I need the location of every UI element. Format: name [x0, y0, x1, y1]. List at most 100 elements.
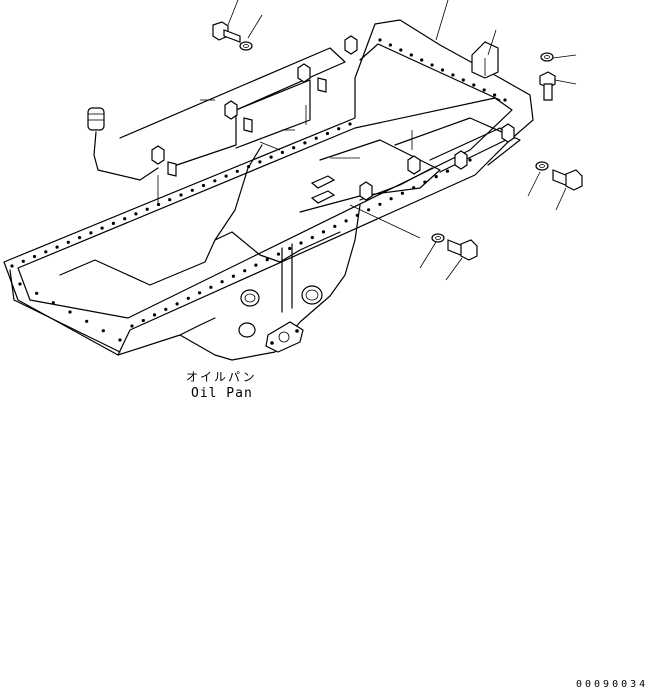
- bolt-hole: [482, 88, 486, 92]
- bolt-hole: [18, 282, 22, 286]
- bolt-hole: [445, 169, 450, 173]
- bolt-hole: [461, 78, 465, 82]
- bolt-hole: [224, 174, 228, 178]
- washer-top-left: [239, 41, 253, 51]
- bolt-hole: [378, 38, 382, 42]
- hidden-lines: [200, 99, 421, 239]
- bolt-hole: [51, 301, 55, 305]
- bolt-hole: [152, 313, 157, 317]
- bolt-hole: [399, 48, 403, 52]
- bolt-hole: [430, 63, 434, 67]
- bolt-hole: [123, 217, 127, 221]
- bolt-hole: [68, 310, 72, 314]
- bolt-hole: [44, 250, 48, 254]
- bolt-hole: [85, 319, 89, 323]
- bolt-hole: [235, 169, 239, 173]
- bolt-hole: [35, 291, 39, 295]
- bolt-hole: [118, 338, 122, 342]
- flange-bolt-holes: [10, 38, 507, 342]
- bolt-hole: [333, 224, 337, 228]
- bolt-hole: [231, 274, 235, 278]
- washer-top-right: [540, 52, 554, 62]
- bolt-hole: [303, 141, 307, 145]
- bolt-hole: [321, 230, 326, 234]
- bolt-hole: [89, 231, 93, 235]
- bolt-hole: [220, 280, 224, 284]
- oil-pan-bosses: [238, 285, 323, 353]
- bolt-hole: [276, 252, 281, 256]
- bolt-hole: [269, 155, 273, 159]
- bolt-hole: [420, 58, 424, 62]
- gasket-strips: [119, 47, 521, 197]
- bolt-hole: [389, 197, 393, 201]
- bolt-hole: [348, 122, 352, 126]
- bolt-hole: [141, 318, 145, 323]
- dipstick-tube: [87, 107, 159, 181]
- bolt-hole: [440, 68, 445, 72]
- bolt-hole: [292, 146, 296, 150]
- bolt-hole: [451, 73, 455, 77]
- bolt-hole: [164, 307, 168, 311]
- drawing-code: 00090034: [576, 679, 649, 690]
- bolt-hole: [493, 93, 497, 97]
- bolt-hole: [201, 183, 206, 188]
- bolt-hole: [32, 254, 37, 259]
- washer-lower: [431, 233, 445, 243]
- bolt-hole: [100, 226, 104, 230]
- bolt-hole: [213, 179, 217, 183]
- leader-lines: [157, 0, 577, 281]
- bolt-top-left: [212, 21, 241, 43]
- bolt-top-right: [539, 71, 556, 101]
- bolt-lower: [447, 239, 478, 261]
- bolt-hole: [400, 191, 404, 195]
- bolt-hole: [388, 43, 392, 47]
- part-name-english: Oil Pan: [191, 386, 253, 401]
- bolt-hole: [344, 219, 348, 223]
- bolt-hole: [55, 245, 59, 249]
- bolt-hole: [314, 136, 318, 140]
- bolt-hole: [111, 221, 115, 225]
- bolt-hole: [101, 329, 105, 333]
- bolt-hole: [134, 212, 138, 216]
- bolt-hole: [243, 269, 247, 273]
- bolt-hole: [209, 285, 213, 289]
- bolt-hole: [310, 235, 314, 240]
- bolt-hole: [355, 213, 359, 217]
- bolt-hole: [78, 236, 82, 240]
- bolt-hole: [186, 296, 190, 300]
- bolt-hole: [247, 165, 251, 169]
- part-name-japanese: オイルパン: [186, 370, 257, 384]
- bolt-hole: [468, 158, 472, 162]
- bolt-hole: [337, 127, 341, 131]
- bolt-hole: [258, 160, 262, 164]
- bolt-hole: [10, 264, 14, 268]
- bolt-hole: [254, 263, 258, 267]
- bolt-hole: [288, 246, 292, 251]
- bolt-hole: [472, 83, 476, 87]
- bolt-mid-right: [552, 169, 583, 191]
- bolt-hole: [325, 131, 330, 136]
- bracket-top-right: [310, 41, 499, 204]
- washer-mid-right: [535, 161, 549, 171]
- bolt-hole: [367, 208, 371, 212]
- bolt-hole: [179, 193, 183, 197]
- bolt-hole: [503, 98, 507, 102]
- bolt-hole: [145, 207, 149, 211]
- oil-pan-flange: [3, 19, 534, 356]
- bolt-hole: [299, 241, 303, 245]
- bolt-hole: [21, 259, 25, 263]
- rim-clamps: [151, 35, 515, 201]
- bolt-hole: [175, 302, 179, 306]
- bolt-hole: [66, 240, 70, 244]
- bolt-hole: [168, 198, 172, 202]
- bolt-hole: [198, 291, 202, 295]
- bolt-hole: [156, 202, 161, 207]
- bolt-hole: [265, 258, 269, 262]
- bolt-hole: [409, 53, 413, 57]
- bolt-hole: [130, 324, 134, 328]
- bolt-hole: [190, 188, 194, 192]
- bolt-hole: [280, 150, 284, 154]
- bolt-hole: [434, 175, 438, 179]
- bolt-hole: [378, 202, 382, 206]
